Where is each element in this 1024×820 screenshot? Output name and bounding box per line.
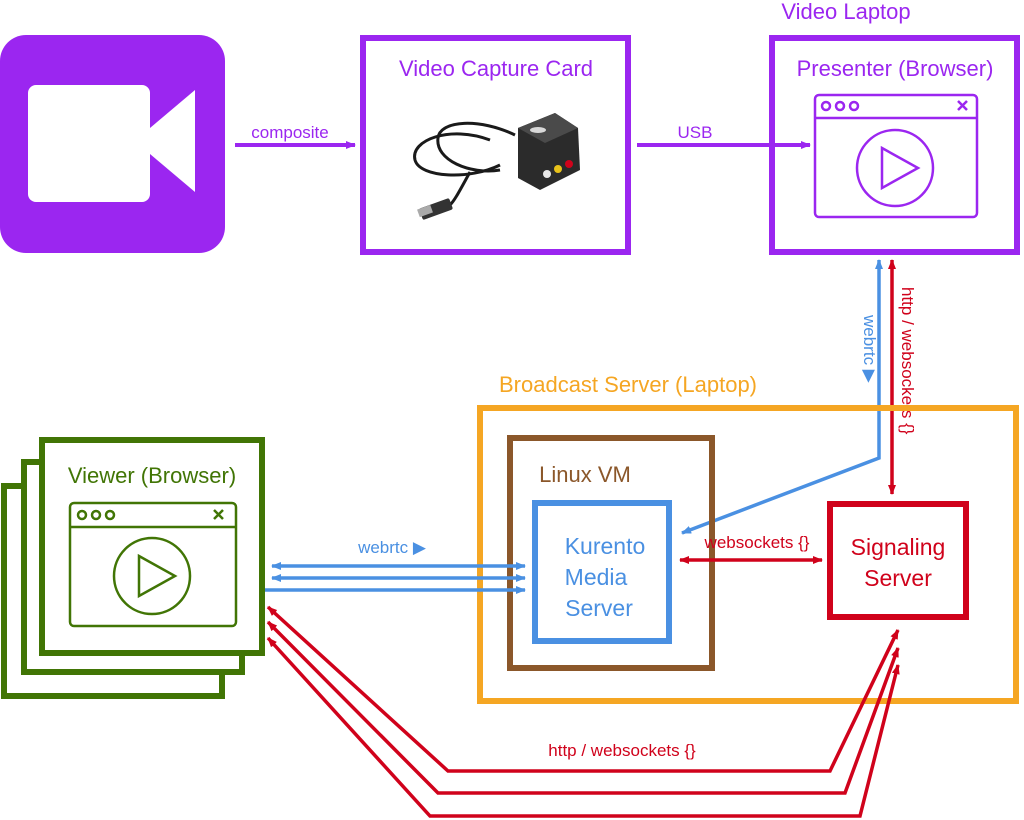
viewer-webrtc-label: webrtc ▶ [357, 538, 427, 557]
kurento-line1: Kurento [565, 533, 646, 559]
broadcast-server-box: Broadcast Server (Laptop) [477, 372, 1019, 704]
presenter-webrtc-connection: webrtc ▶ [681, 259, 883, 535]
signaling-line2: Server [864, 565, 932, 591]
video-camera-icon [0, 35, 225, 253]
browser-play-window-icon [813, 93, 979, 219]
capture-card-title: Video Capture Card [399, 56, 593, 81]
capture-card-box: Video Capture Card [360, 35, 631, 255]
browser-play-window-icon [68, 501, 238, 628]
kurento-signaling-label: websockets {} [704, 533, 810, 552]
capture-device-icon [413, 113, 580, 220]
usb-connection: USB [637, 123, 811, 149]
video-laptop: Video Laptop Presenter (Browser) [769, 0, 1020, 255]
composite-connection: composite [235, 123, 356, 149]
kurento-line3: Server [565, 595, 633, 621]
kurento-media-server-box: Kurento Media Server [532, 500, 672, 644]
presenter-title: Presenter (Browser) [797, 56, 994, 81]
presenter-http-label: http / websockets {} [898, 287, 917, 435]
broadcast-server-label: Broadcast Server (Laptop) [499, 372, 757, 397]
presenter-http-connection: http / websockets {} [888, 259, 917, 495]
usb-label: USB [678, 123, 713, 142]
signaling-server-box: Signaling Server [827, 501, 969, 620]
video-laptop-label: Video Laptop [781, 0, 910, 24]
viewer-webrtc-connection: webrtc ▶ [265, 538, 526, 594]
viewer-http-label: http / websockets {} [548, 741, 696, 760]
signaling-line1: Signaling [851, 534, 946, 560]
kurento-signaling-connection: websockets {} [679, 533, 823, 564]
composite-label: composite [251, 123, 328, 142]
linux-vm-label: Linux VM [539, 462, 631, 487]
kurento-line2: Media [565, 564, 628, 590]
presenter-webrtc-label: webrtc ▶ [860, 314, 879, 384]
viewer-title: Viewer (Browser) [68, 463, 236, 488]
viewer-browser-stack: Viewer (Browser) [1, 437, 265, 699]
viewer-http-connection: http / websockets {} [266, 605, 900, 818]
